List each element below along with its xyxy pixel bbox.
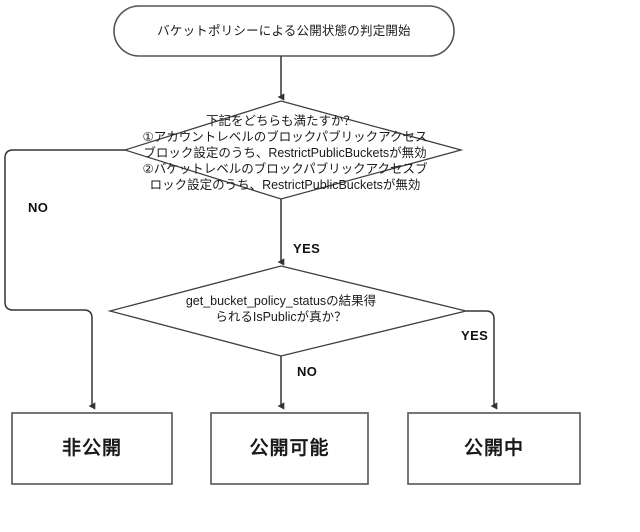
edge-label-decision1-no: NO (28, 200, 49, 215)
edge-label-decision2-no: NO (297, 364, 318, 379)
decision2-shape (107, 265, 467, 357)
edge-label-decision1-yes: YES (293, 241, 321, 256)
result-publishable-shape (210, 412, 369, 485)
decision1-shape (122, 100, 464, 200)
result-public-shape (407, 412, 581, 485)
start-node-shape (113, 5, 455, 57)
edge-decision1-no (4, 149, 125, 410)
edge-decision2-yes (466, 310, 498, 410)
result-private-shape (11, 412, 173, 485)
edge-label-decision2-yes: YES (461, 328, 489, 343)
